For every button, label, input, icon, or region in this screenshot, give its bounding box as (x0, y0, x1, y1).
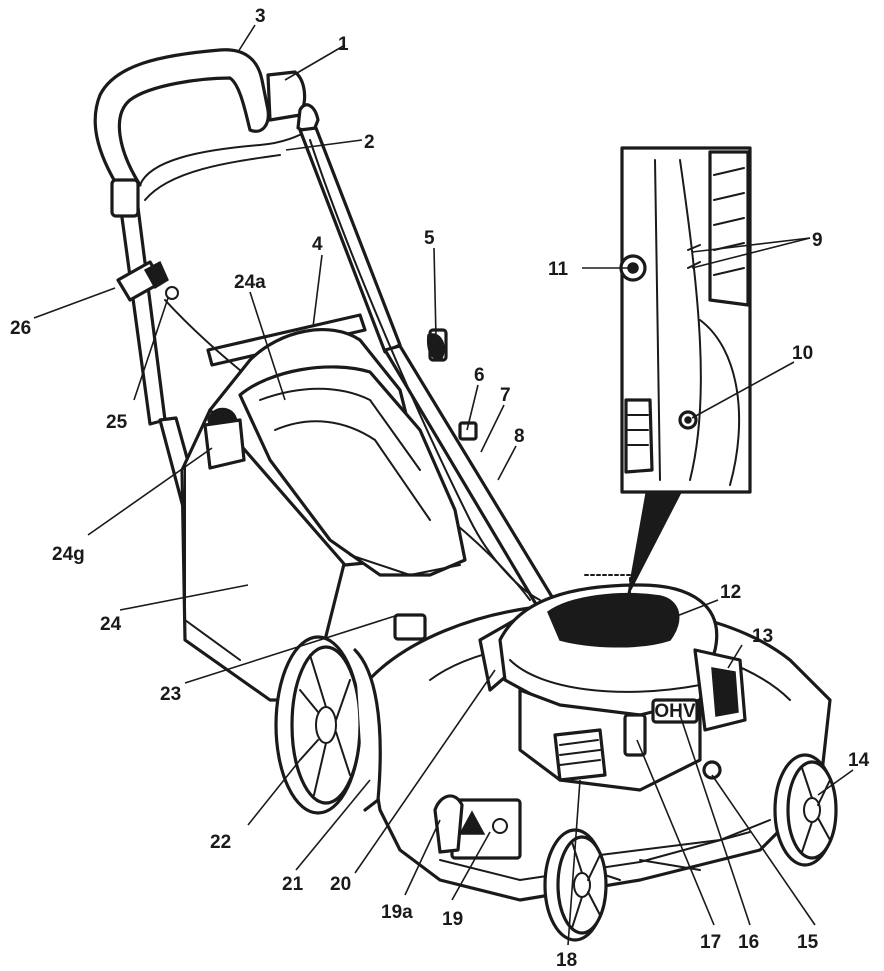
callout-23: 23 (160, 684, 181, 705)
callout-11: 11 (548, 259, 569, 280)
callout-14: 14 (848, 750, 870, 771)
callout-19: 19 (442, 909, 463, 930)
rear-wheel-left (274, 635, 382, 815)
callout-2: 2 (364, 132, 375, 153)
detail-inset-frame (584, 146, 752, 601)
callout-18: 18 (556, 950, 577, 971)
callout-3: 3 (255, 6, 266, 27)
callout-22: 22 (210, 832, 231, 853)
front-wheel-right (773, 753, 838, 867)
callout-24: 24 (100, 614, 122, 635)
callout-13: 13 (752, 626, 773, 647)
engine: OHV (498, 583, 747, 792)
callout-labels: 1 2 3 4 5 6 7 8 9 10 11 12 13 14 15 16 1… (10, 6, 870, 971)
callout-24a: 24a (234, 272, 266, 293)
callout-8: 8 (514, 426, 525, 447)
callout-15: 15 (797, 932, 819, 953)
grass-catcher (180, 328, 467, 702)
callout-7: 7 (500, 385, 511, 406)
engine-badge-text: OHV (654, 701, 696, 722)
callout-17: 17 (700, 932, 721, 953)
callout-6: 6 (474, 365, 485, 386)
callout-20: 20 (330, 874, 351, 895)
callout-16: 16 (738, 932, 759, 953)
callout-9: 9 (812, 230, 823, 251)
callout-25: 25 (106, 412, 128, 433)
callout-19a: 19a (381, 902, 413, 923)
callout-12: 12 (720, 582, 741, 603)
lawn-mower-illustration: OHV (93, 48, 838, 942)
callout-24g: 24g (52, 544, 85, 565)
callout-5: 5 (424, 228, 435, 249)
callout-4: 4 (312, 234, 323, 255)
callout-21: 21 (282, 874, 304, 895)
callout-1: 1 (338, 34, 349, 55)
leader-lines (33, 24, 854, 946)
warning-triangle-icon (458, 810, 486, 835)
callout-10: 10 (792, 343, 813, 364)
callout-26: 26 (10, 318, 31, 339)
